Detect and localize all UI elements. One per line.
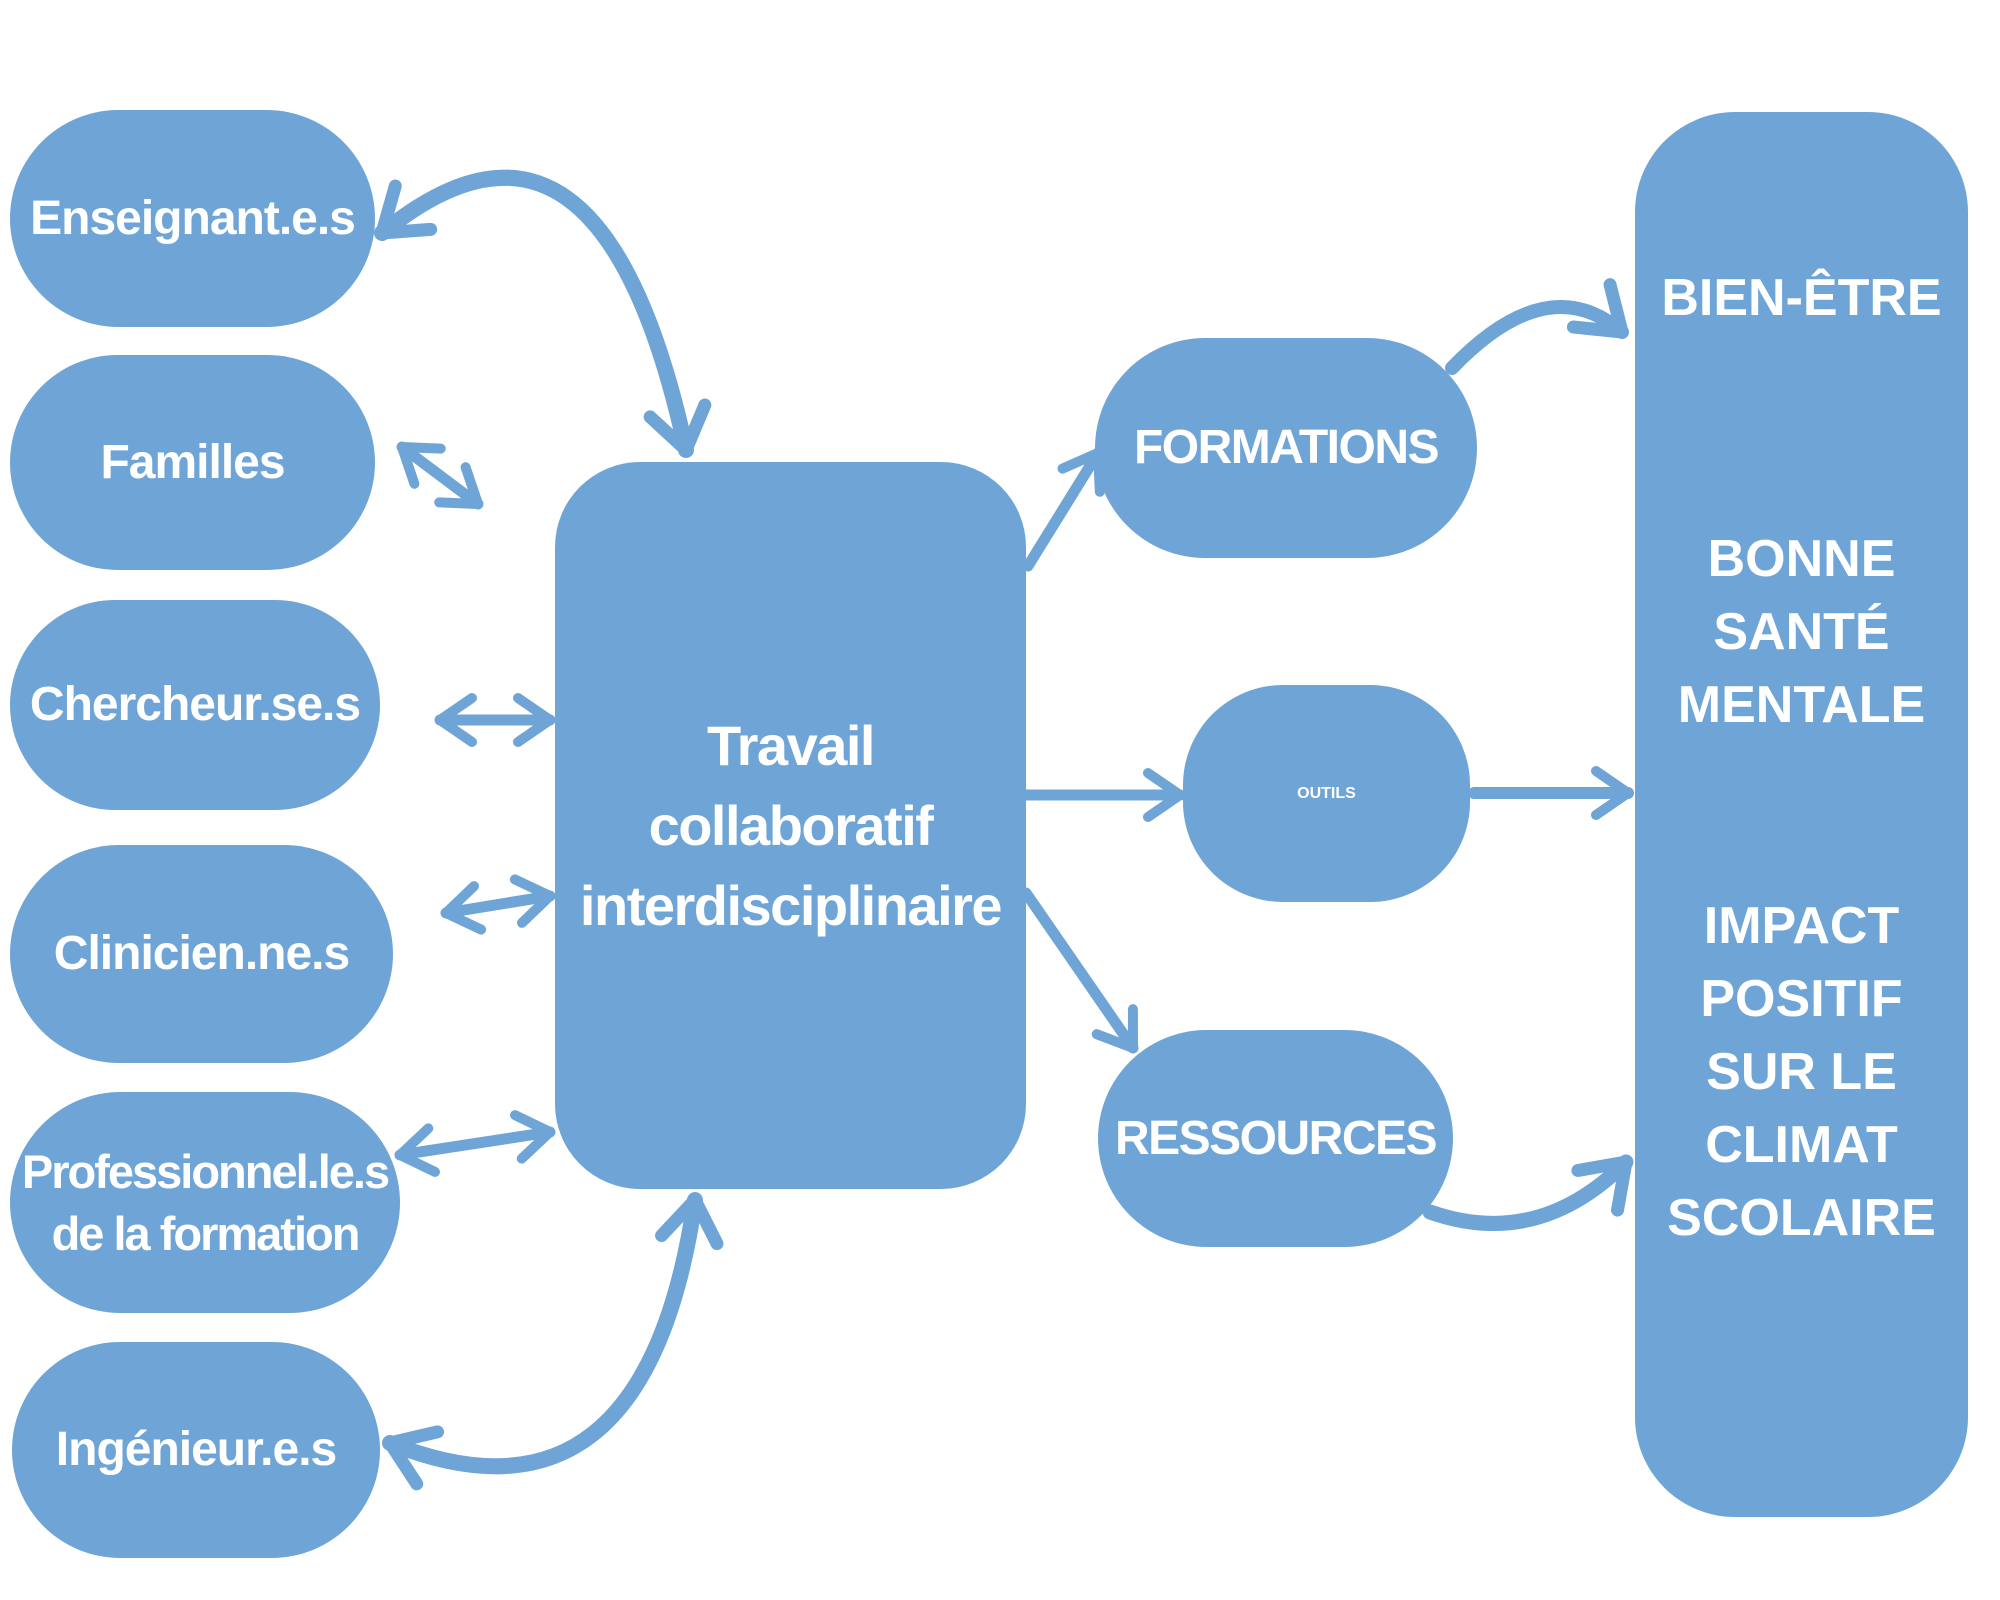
output-label: FORMATIONS	[1133, 421, 1440, 474]
arrow-hub-ressources	[1020, 887, 1139, 1054]
output-pill-ressources: RESSOURCES	[1098, 1030, 1453, 1247]
outcome-group-school-climate: IMPACT POSITIF SUR LE CLIMAT SCOLAIRE	[1635, 890, 1968, 1255]
arrow-familles-hub	[396, 441, 484, 510]
actor-label: Clinicien.ne.s	[53, 927, 350, 980]
outcome-line: BIEN-ÊTRE	[1661, 269, 1942, 327]
outcome-line: SUR LE	[1706, 1043, 1897, 1101]
hub-line: collaboratif	[648, 793, 934, 857]
outcome-line: BONNE	[1707, 530, 1896, 588]
outcome-line: SANTÉ	[1713, 603, 1890, 661]
actor-label: Chercheur.se.s	[29, 678, 361, 731]
outcome-group-mental-health: BONNE SANTÉ MENTALE	[1635, 523, 1968, 742]
arrow-ingenieurs-hub	[382, 1192, 724, 1491]
output-label: OUTILS	[1297, 784, 1356, 802]
actor-label: Enseignant.e.s	[30, 191, 356, 245]
outcome-line: CLIMAT	[1705, 1116, 1898, 1174]
output-label: RESSOURCES	[1114, 1111, 1438, 1165]
actor-pill-professionnels: Professionnel.le.s de la formation	[10, 1092, 400, 1313]
hub-line: Travail	[707, 713, 875, 777]
output-pill-outils: OUTILS	[1183, 685, 1470, 902]
output-pill-formations: FORMATIONS	[1095, 338, 1477, 558]
outcome-line: IMPACT	[1703, 897, 1900, 955]
actor-pill-enseignants: Enseignant.e.s	[10, 110, 375, 327]
arrow-hub-formations	[1022, 447, 1105, 572]
actor-pill-ingenieurs: Ingénieur.e.s	[12, 1342, 380, 1558]
arrow-formations-outcomes	[1445, 278, 1629, 375]
actor-pill-chercheurs: Chercheur.se.s	[10, 600, 380, 810]
arrow-enseignants-hub	[374, 169, 712, 458]
actor-pill-cliniciens: Clinicien.ne.s	[10, 845, 393, 1063]
outcome-line: POSITIF	[1700, 970, 1903, 1028]
hub-box-travail-collaboratif: Travail collaboratif interdisciplinaire	[555, 462, 1026, 1189]
actor-pill-familles: Familles	[10, 355, 375, 570]
outcome-line: SCOLAIRE	[1667, 1189, 1936, 1247]
outcome-line: MENTALE	[1677, 676, 1926, 734]
hub-line: interdisciplinaire	[579, 873, 1003, 937]
arrow-professionnels-hub	[394, 1110, 556, 1177]
actor-label: Familles	[100, 435, 285, 489]
actor-label: Ingénieur.e.s	[55, 1423, 337, 1476]
outcomes-panel: BIEN-ÊTRE BONNE SANTÉ MENTALE IMPACT POS…	[1635, 112, 1968, 1517]
arrow-ressources-outcomes	[1422, 1154, 1634, 1231]
outcome-group-wellbeing: BIEN-ÊTRE	[1635, 262, 1968, 335]
actor-label-line2: de la formation	[51, 1206, 361, 1260]
arrow-cliniciens-hub	[440, 874, 556, 935]
actor-label-line1: Professionnel.le.s	[21, 1144, 390, 1198]
